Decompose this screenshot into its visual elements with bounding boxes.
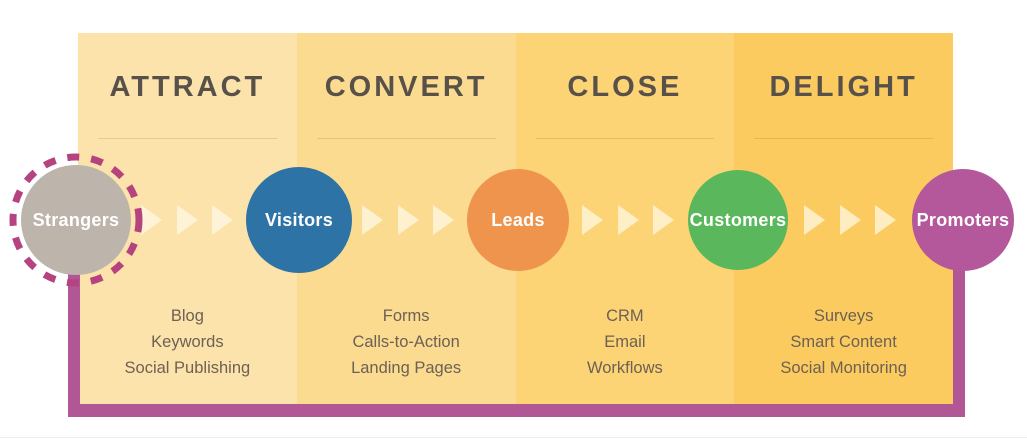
stage-tools-convert: Forms Calls-to-Action Landing Pages — [297, 303, 516, 381]
tool-item: Smart Content — [790, 333, 897, 351]
tool-item: Keywords — [151, 333, 224, 351]
page-bottom-rule — [0, 437, 1027, 438]
persona-label: Customers — [689, 209, 787, 230]
persona-circle-strangers: Strangers — [21, 165, 131, 275]
arrow-triangle-icon — [362, 205, 383, 235]
persona-circle-leads: Leads — [467, 169, 569, 271]
tool-item: Calls-to-Action — [352, 333, 460, 351]
arrow-triangle-icon — [433, 205, 454, 235]
arrow-group — [362, 205, 454, 235]
arrow-group — [804, 205, 896, 235]
tool-item: Workflows — [586, 359, 663, 377]
tool-item: Social Publishing — [124, 359, 251, 377]
stage-tools-delight: Surveys Smart Content Social Monitoring — [734, 303, 953, 381]
arrow-triangle-icon — [839, 205, 861, 235]
arrow-triangle-icon — [804, 205, 825, 235]
stage-tools-close: CRM Email Workflows — [516, 303, 735, 381]
persona-circle-customers: Customers — [688, 170, 788, 270]
arrow-triangle-icon — [176, 205, 198, 235]
arrow-group — [141, 205, 233, 235]
persona-label: Visitors — [264, 209, 334, 230]
persona-label: Promoters — [916, 209, 1010, 230]
tool-item: Blog — [170, 307, 204, 325]
divider — [535, 138, 715, 139]
tool-item: Surveys — [813, 307, 874, 325]
arrow-group — [582, 205, 674, 235]
arrow-triangle-icon — [875, 205, 896, 235]
stage-title-attract: ATTRACT — [109, 71, 266, 103]
arrow-triangle-icon — [212, 205, 233, 235]
tool-item: CRM — [606, 307, 644, 325]
arrow-triangle-icon — [397, 205, 419, 235]
stage-title-close: CLOSE — [567, 71, 683, 103]
tool-item: Forms — [382, 307, 430, 325]
divider — [316, 138, 496, 139]
arrow-triangle-icon — [141, 205, 162, 235]
arrow-triangle-icon — [653, 205, 674, 235]
stage-tools-attract: Blog Keywords Social Publishing — [78, 303, 297, 381]
arrow-triangle-icon — [582, 205, 603, 235]
tool-item: Social Monitoring — [780, 359, 907, 377]
stage-title-convert: CONVERT — [324, 71, 488, 103]
divider — [754, 138, 933, 139]
divider — [98, 138, 277, 139]
persona-circle-promoters: Promoters — [912, 169, 1014, 271]
dashed-ring-icon — [9, 153, 143, 287]
arrow-triangle-icon — [617, 205, 639, 235]
tool-item: Email — [604, 333, 646, 351]
tool-item: Landing Pages — [351, 359, 462, 377]
stage-title-delight: DELIGHT — [769, 71, 918, 103]
persona-label: Strangers — [32, 209, 120, 230]
persona-circle-visitors: Visitors — [246, 167, 352, 273]
persona-label: Leads — [491, 209, 545, 230]
